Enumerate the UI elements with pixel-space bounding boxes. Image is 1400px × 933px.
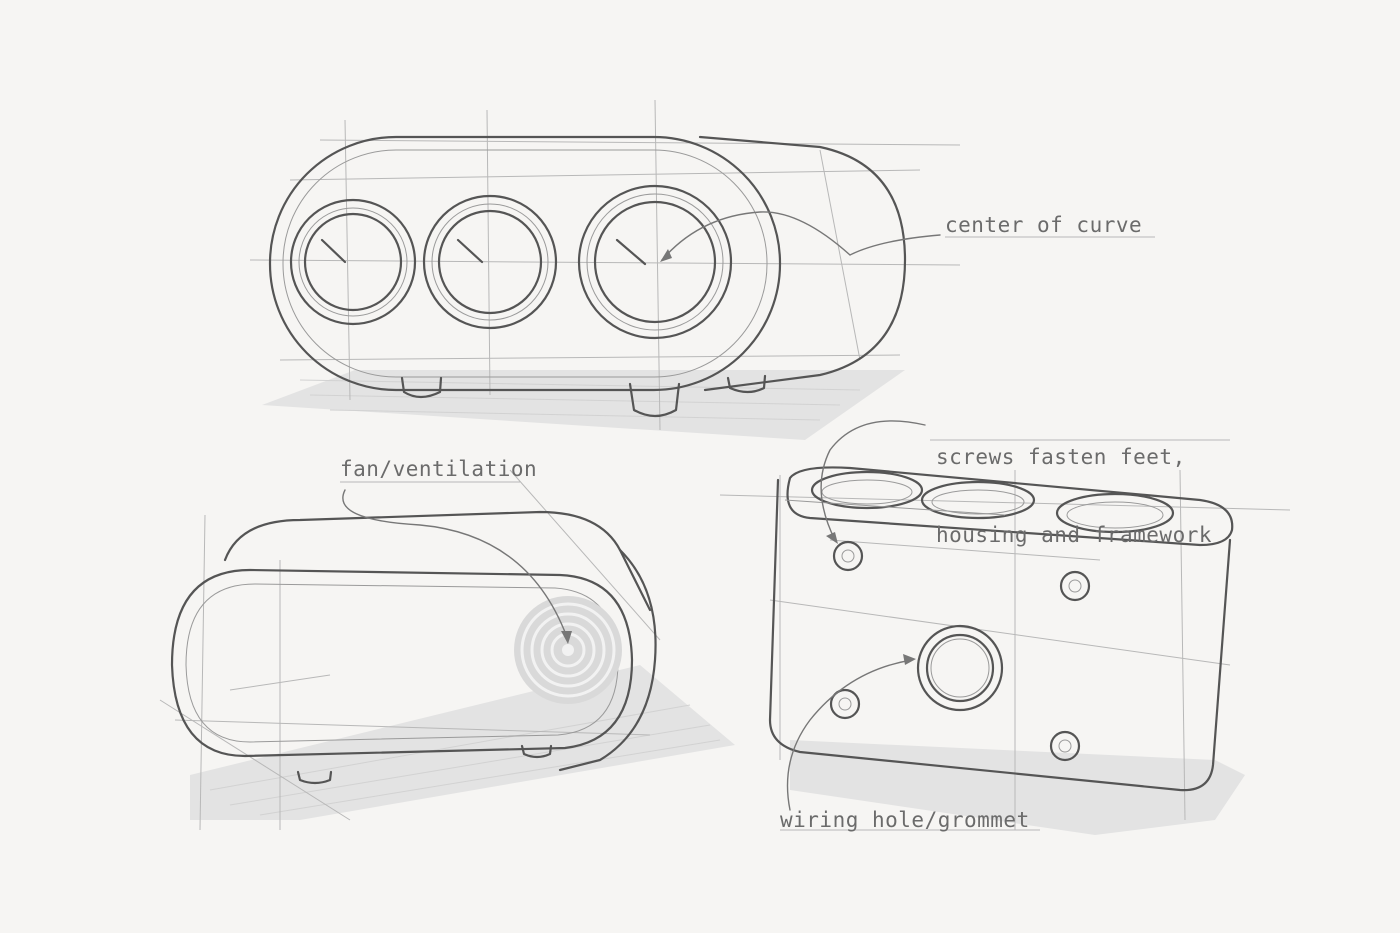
grommet-icon xyxy=(916,624,1004,712)
front-view-gauge-1 xyxy=(289,198,417,326)
front-view-shadow xyxy=(262,370,905,440)
bottom-view-body xyxy=(768,478,1232,792)
bottom-view xyxy=(719,466,1291,835)
rear-view-top xyxy=(223,510,652,612)
fan-ventilation-label: fan/ventilation xyxy=(340,457,538,481)
rear-view-hatching xyxy=(209,704,721,816)
rear-view-shadow xyxy=(190,665,735,820)
bottom-view-top xyxy=(786,466,1234,547)
front-view-gauge-3 xyxy=(577,184,733,340)
screws-label-line-2: housing and framework xyxy=(936,523,1213,547)
fan-vent-icon xyxy=(514,596,622,704)
screw-icon-top-left xyxy=(832,540,864,572)
bottom-view-cups xyxy=(810,470,1175,534)
center-of-curve-arrowhead xyxy=(660,249,672,262)
screws-leader xyxy=(820,420,926,541)
fan-ventilation-leader xyxy=(342,489,569,641)
bottom-view-shadow xyxy=(790,740,1245,835)
front-view-body-side xyxy=(698,135,907,392)
front-view-feet xyxy=(400,374,767,418)
screw-icon-bottom-left xyxy=(829,688,861,720)
front-view xyxy=(249,99,961,440)
rear-view-feet xyxy=(296,744,553,785)
bottom-view-guides xyxy=(719,469,1291,830)
screws-label: screws fasten feet, housing and framewor… xyxy=(936,392,1212,574)
wiring-hole-arrowhead xyxy=(903,654,916,665)
center-of-curve-leader xyxy=(661,211,941,261)
center-of-curve-label: center of curve xyxy=(945,213,1143,237)
front-view-housing-inner xyxy=(282,149,768,378)
wiring-hole-label: wiring hole/grommet xyxy=(780,808,1030,832)
fan-ventilation-arrowhead xyxy=(561,631,572,644)
wiring-hole-leader xyxy=(786,659,913,811)
front-view-gauge-2 xyxy=(422,194,558,330)
screw-icon-top-right xyxy=(1059,570,1091,602)
rear-view-side xyxy=(558,548,657,772)
screw-icon-bottom-right xyxy=(1049,730,1081,762)
front-view-hatching xyxy=(299,379,861,421)
screws-label-line-1: screws fasten feet, xyxy=(936,445,1186,469)
rear-view-guides xyxy=(159,469,661,831)
front-view-guides xyxy=(249,99,961,431)
rear-view-face xyxy=(170,568,634,758)
screws-arrowhead xyxy=(826,532,838,544)
front-view-housing xyxy=(268,135,782,392)
rear-angle-view xyxy=(159,469,735,831)
